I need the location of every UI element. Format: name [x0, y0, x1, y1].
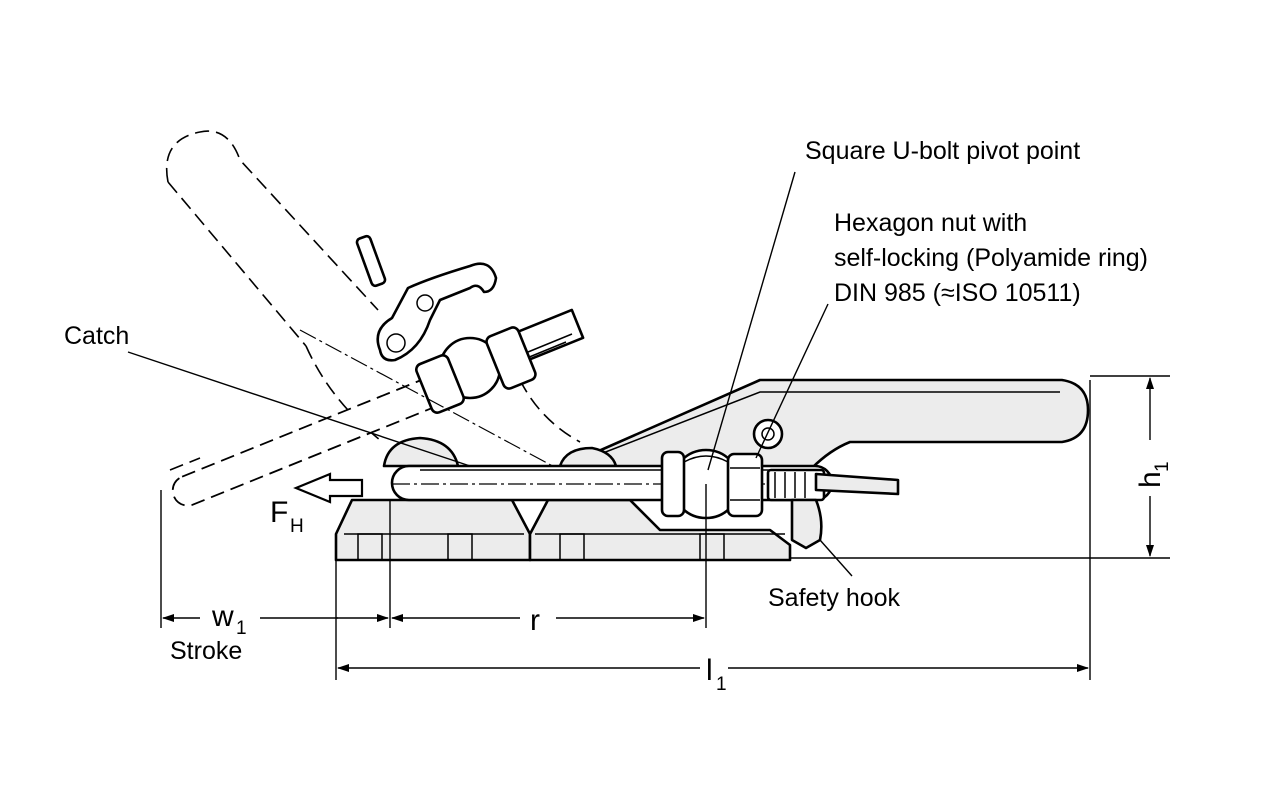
w1-label: w: [211, 600, 234, 633]
catch: [334, 436, 532, 562]
open-position-ghost: [166, 130, 585, 507]
stroke-label: Stroke: [170, 637, 242, 665]
u-bolt: [390, 464, 840, 502]
lever-arm: [558, 378, 1090, 470]
h1-label: h: [1134, 471, 1167, 488]
latch-base: [528, 498, 792, 562]
r-label: r: [530, 604, 540, 637]
safety-hook: [752, 418, 900, 550]
hexagon-nut-label-line3: DIN 985 (≈ISO 10511): [834, 279, 1081, 307]
pivot-assembly: [660, 448, 764, 520]
dimension-w1: w 1: [162, 600, 389, 639]
force-label: F: [270, 496, 288, 529]
dimension-l1: l 1: [337, 654, 1089, 695]
l1-label-sub: 1: [716, 674, 727, 695]
l1-label: l: [706, 654, 713, 687]
safety-hook-label: Safety hook: [768, 584, 901, 612]
force-arrow: F H: [270, 472, 364, 537]
hexagon-nut-label-line2: self-locking (Polyamide ring): [834, 244, 1148, 272]
square-ubolt-pivot-label: Square U-bolt pivot point: [805, 137, 1080, 165]
extension-lines: [160, 375, 1170, 680]
dimension-h1: h 1: [1134, 377, 1173, 557]
h1-label-sub: 1: [1152, 461, 1173, 472]
force-label-sub: H: [290, 516, 304, 537]
dimension-r: r: [391, 604, 705, 637]
leader-lines: [127, 171, 853, 577]
hexagon-nut-label-line1: Hexagon nut with: [834, 209, 1027, 237]
catch-label: Catch: [64, 322, 129, 350]
w1-label-sub: 1: [236, 618, 247, 639]
